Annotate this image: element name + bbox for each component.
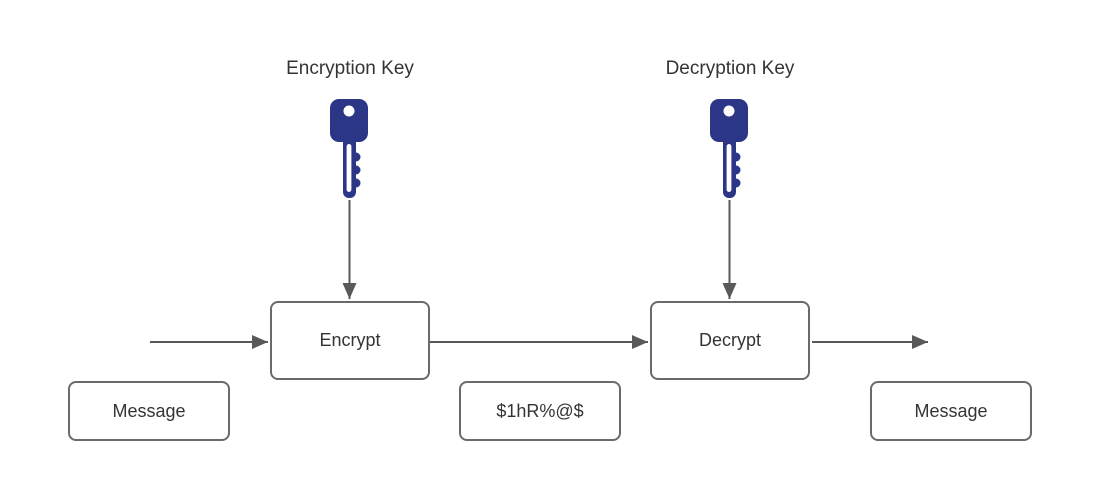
- decrypt-box-label: Decrypt: [698, 330, 761, 350]
- message-input-label: Message: [112, 400, 186, 421]
- message-output-box: Message: [870, 381, 1032, 441]
- encryption-key-label: Encryption Key: [286, 58, 414, 79]
- decryption-key-label: Decryption Key: [665, 58, 795, 79]
- message-output-label: Message: [914, 400, 988, 421]
- encrypt-box-label: Encrypt: [319, 330, 381, 350]
- ciphertext-box: $1hR%@$: [459, 381, 621, 441]
- key-icon: [330, 99, 368, 198]
- ciphertext-label: $1hR%@$: [496, 400, 584, 421]
- decrypt-box: Decrypt: [650, 301, 810, 380]
- message-input-box: Message: [68, 381, 230, 441]
- encrypt-box: Encrypt: [270, 301, 430, 380]
- key-icon: [710, 99, 748, 198]
